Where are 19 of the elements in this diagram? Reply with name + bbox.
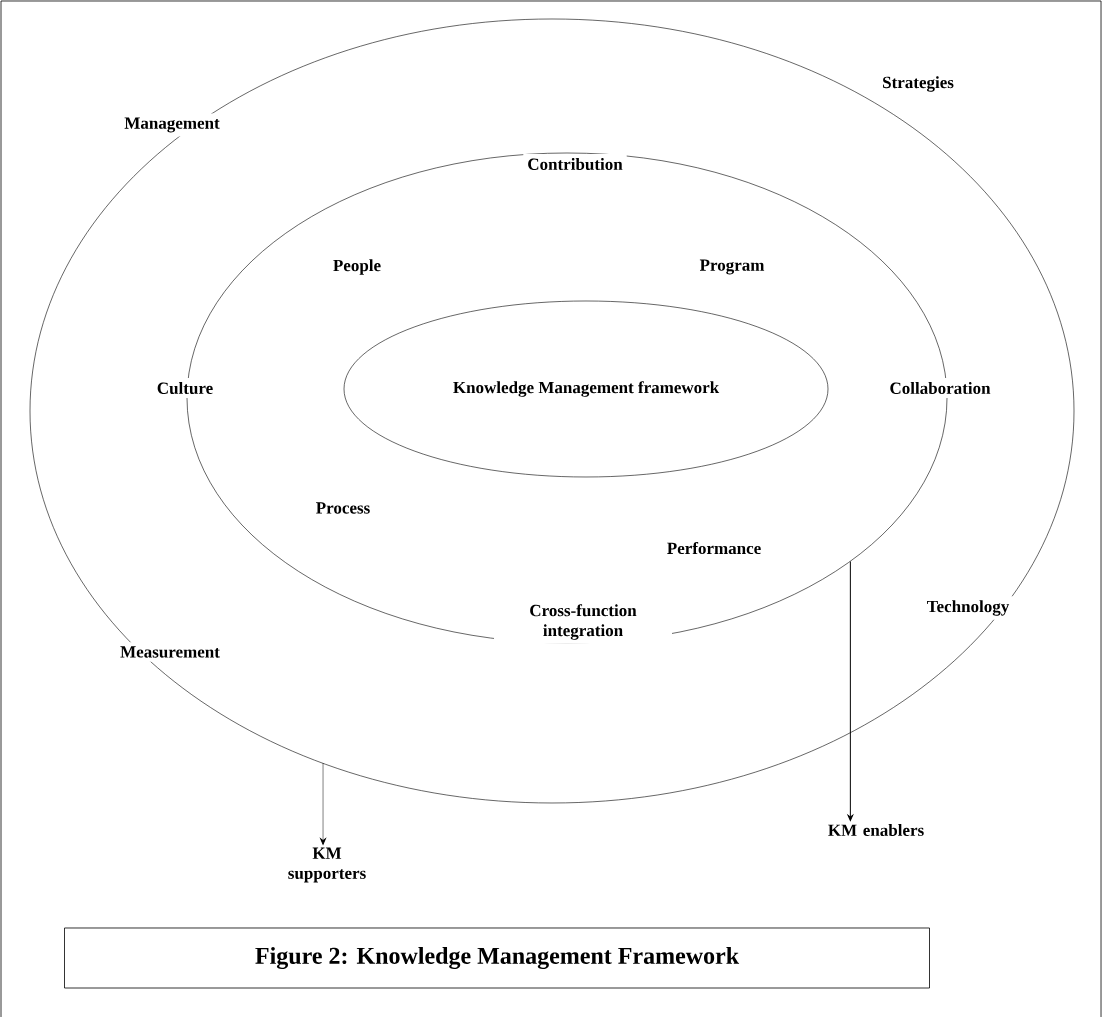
ring-label: Measurement [116, 642, 224, 662]
node-label: KM enablers [828, 824, 924, 836]
ring-label: Technology [922, 596, 1014, 620]
arrow [320, 763, 326, 845]
arrow [847, 561, 854, 822]
ring-label: Program [695, 255, 769, 279]
ring-label: People [328, 255, 386, 279]
ring-label: Strategies [878, 72, 958, 96]
ellipse-node: Knowledge Management framework [343, 300, 829, 478]
ring-label: Management [120, 113, 224, 137]
ring-label: Contribution [523, 154, 627, 174]
ring-label: Culture [152, 378, 218, 398]
ellipse [29, 18, 1075, 804]
caption-box: Figure 2: Knowledge Management Framework [64, 927, 930, 989]
ring-label: Cross-function integration [494, 600, 672, 644]
ring-label: Performance [662, 537, 766, 559]
ring-label: Collaboration [885, 378, 995, 398]
node-label: KM supporters [288, 847, 366, 883]
ring-label: Process [311, 498, 375, 518]
